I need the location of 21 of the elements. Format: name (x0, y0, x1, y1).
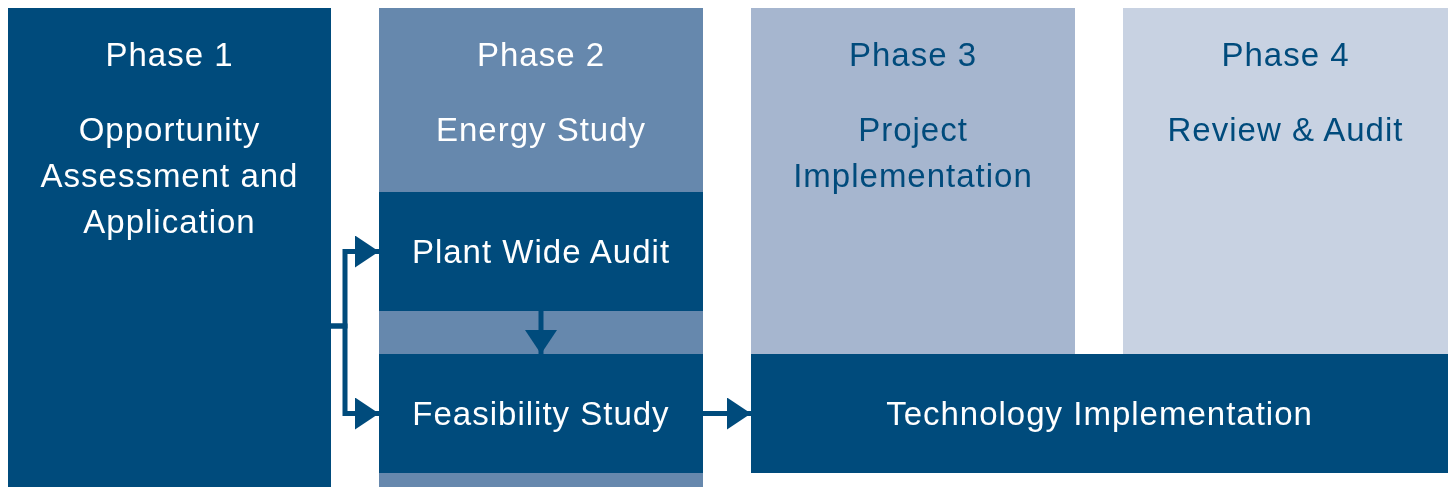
phase-title: Review & Audit (1166, 110, 1405, 150)
step-label: Feasibility Study (411, 393, 671, 434)
phase-title: Energy Study (434, 110, 648, 150)
phase-column (8, 8, 331, 487)
phase-column (1123, 8, 1448, 354)
phase-title: Opportunity Assessment and Application (39, 110, 300, 242)
phase-heading: Phase 3 (847, 35, 979, 75)
step-box (379, 192, 703, 311)
step-box (379, 354, 703, 473)
phase-heading: Phase 2 (475, 35, 607, 75)
phase-heading: Phase 4 (1220, 35, 1351, 75)
step-label: Technology Implementation (885, 393, 1314, 434)
arrow (703, 397, 751, 430)
arrow (525, 311, 557, 354)
phase-column (379, 8, 703, 487)
arrow (331, 323, 379, 430)
step-label: Plant Wide Audit (410, 231, 672, 272)
phase-column (751, 8, 1075, 354)
phase-heading: Phase 1 (104, 35, 235, 75)
step-box (751, 354, 1448, 473)
phase-title: Project Implementation (792, 110, 1034, 196)
